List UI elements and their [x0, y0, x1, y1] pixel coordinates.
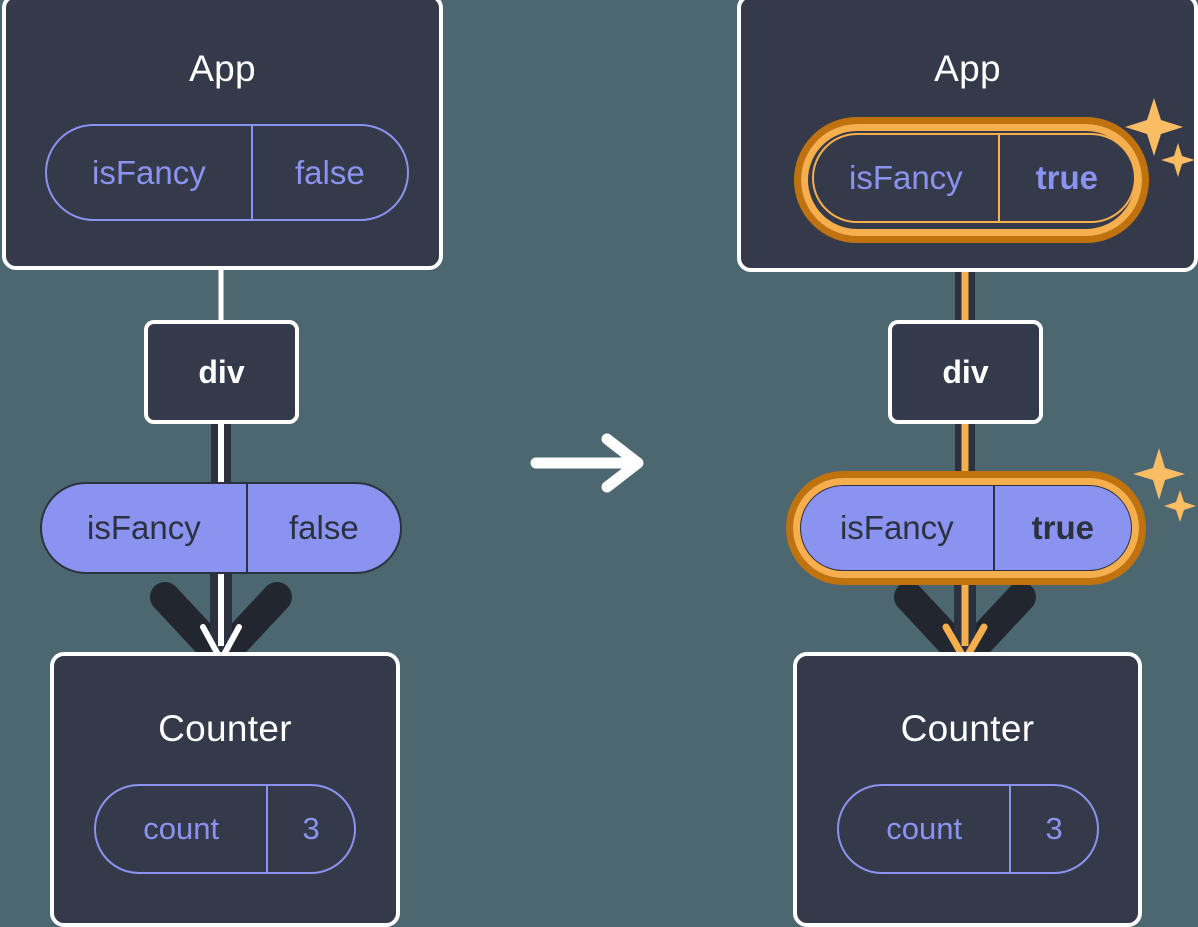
- counter-state-key: count: [886, 811, 963, 846]
- counter-state-key: count: [143, 811, 220, 846]
- panel-after-counter-title: Counter: [900, 708, 1035, 749]
- panel-before-div-box: div: [144, 320, 299, 424]
- panel-before-div-label: div: [198, 353, 245, 390]
- panel-after-prop-pill[interactable]: isFancy true: [799, 484, 1133, 572]
- panel-after-div-label: div: [942, 353, 989, 390]
- prop-pill-value: false: [245, 484, 400, 572]
- sparkle-icon-prop: [1133, 448, 1196, 522]
- panel-before-app-title: App: [189, 48, 256, 89]
- prop-pill-key: isFancy: [87, 509, 201, 546]
- panel-after-div-box: div: [888, 320, 1043, 424]
- panel-before-app-state-pill[interactable]: isFancy false: [45, 124, 409, 221]
- counter-state-value: 3: [1009, 786, 1097, 872]
- prop-pill-value: true: [992, 486, 1131, 570]
- panel-after-app-title: App: [934, 48, 1001, 89]
- state-pill-key: isFancy: [92, 153, 206, 191]
- counter-state-value: 3: [266, 786, 354, 872]
- state-pill-value: false: [250, 126, 407, 219]
- prop-pill-key: isFancy: [839, 509, 954, 546]
- panel-before-app-box: App isFancy false: [2, 0, 443, 270]
- panel-after-app-state-pill[interactable]: isFancy true: [812, 133, 1136, 223]
- state-pill-value: true: [997, 135, 1134, 221]
- panel-after-app-box: App isFancy true: [737, 0, 1198, 272]
- panel-before-counter-box: Counter count 3: [50, 652, 400, 927]
- transition-arrow-icon: [530, 433, 644, 493]
- state-pill-key: isFancy: [848, 159, 963, 196]
- panel-before-counter-title: Counter: [158, 708, 292, 749]
- panel-before-counter-state-pill[interactable]: count 3: [94, 784, 356, 874]
- panel-before-prop-pill[interactable]: isFancy false: [40, 482, 402, 574]
- panel-after-counter-state-pill[interactable]: count 3: [837, 784, 1099, 874]
- sparkle-icon-app: [1125, 98, 1195, 177]
- panel-after-counter-box: Counter count 3: [793, 652, 1142, 927]
